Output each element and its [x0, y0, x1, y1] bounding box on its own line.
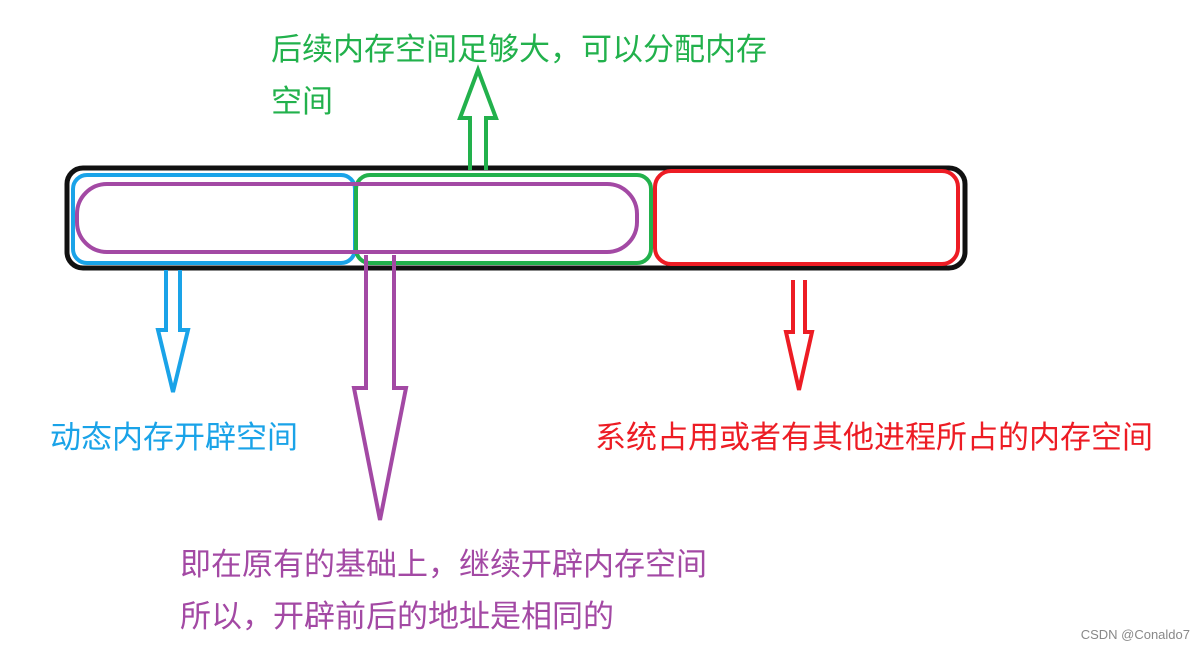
watermark: CSDN @Conaldo7 — [1080, 627, 1190, 642]
subsequent-free-region — [354, 173, 653, 265]
memory-block-outline — [64, 165, 968, 271]
dynamic-memory-region — [71, 173, 357, 265]
realloc-extended-region — [75, 182, 639, 254]
green-up-arrow — [457, 64, 499, 170]
occupied-memory-region — [653, 169, 960, 266]
green-annotation-line1: 后续内存空间足够大，可以分配内存 — [271, 32, 767, 68]
blue-annotation: 动态内存开辟空间 — [50, 420, 298, 456]
red-annotation: 系统占用或者有其他进程所占的内存空间 — [595, 420, 1153, 456]
blue-down-arrow — [155, 270, 191, 393]
purple-annotation-line1: 即在原有的基础上，继续开辟内存空间 — [180, 547, 707, 583]
purple-down-arrow — [351, 255, 409, 521]
purple-annotation-line2: 所以，开辟前后的地址是相同的 — [180, 599, 614, 635]
green-annotation: 后续内存空间足够大，可以分配内存 空间 — [271, 24, 767, 128]
red-down-arrow — [783, 280, 815, 391]
purple-annotation: 即在原有的基础上，继续开辟内存空间 所以，开辟前后的地址是相同的 — [180, 539, 707, 643]
green-annotation-line2: 空间 — [271, 84, 333, 120]
